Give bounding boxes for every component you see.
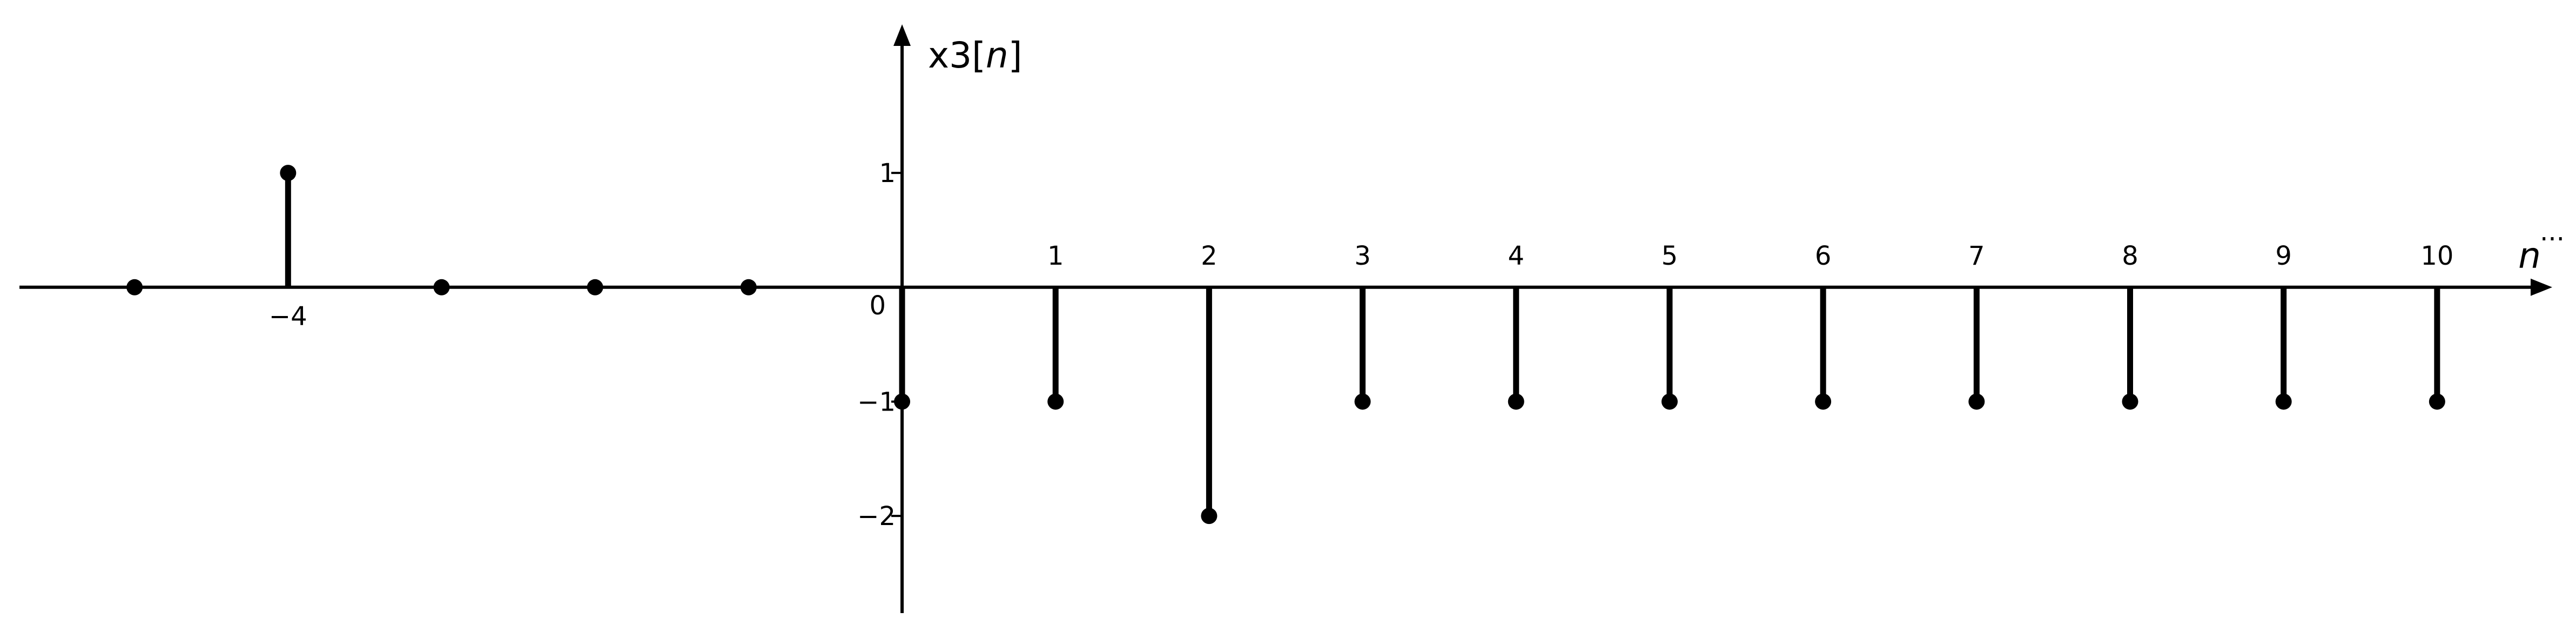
stem-marker <box>433 279 450 295</box>
stem-marker <box>126 279 143 295</box>
y-tick-label: −2 <box>857 501 896 532</box>
stem-marker <box>1354 393 1371 410</box>
origin-label: 0 <box>869 291 886 321</box>
x-tick-label: 9 <box>2275 241 2292 271</box>
x-axis-title: n <box>2518 235 2541 277</box>
y-axis-title: x3[n] <box>928 35 1022 76</box>
x-tick-label: 2 <box>1201 241 1218 271</box>
x-tick-label: 7 <box>1968 241 1985 271</box>
continuation-ellipsis: ... <box>2540 217 2565 247</box>
y-axis-title-variable: n <box>986 35 1008 76</box>
stem-marker <box>1047 393 1064 410</box>
y-axis-title-suffix: ] <box>1008 35 1023 76</box>
x-axis-arrowhead <box>2531 278 2552 296</box>
y-tick-label: −1 <box>857 387 896 417</box>
x-tick-label: 5 <box>1662 241 1678 271</box>
stem-marker <box>1201 508 1218 525</box>
stem-marker <box>280 165 297 181</box>
stem-marker <box>2429 393 2445 410</box>
x-tick-label: 6 <box>1815 241 1832 271</box>
x-tick-label: 8 <box>2122 241 2138 271</box>
y-axis-arrowhead <box>893 24 911 46</box>
stem-marker <box>740 279 757 295</box>
stem-marker <box>2275 393 2292 410</box>
stems <box>126 165 2445 525</box>
stem-marker <box>1968 393 1985 410</box>
x-tick-label: 1 <box>1047 241 1064 271</box>
y-tick-label: 1 <box>879 158 896 189</box>
ticks: 1 −1 −2 −4 1 2 3 4 5 6 7 8 9 10 <box>269 158 2453 532</box>
stem-marker <box>587 279 603 295</box>
stem-marker <box>1815 393 1832 410</box>
x-tick-label: 10 <box>2420 241 2453 271</box>
stem-marker <box>894 393 911 410</box>
stem-marker <box>2122 393 2138 410</box>
y-axis-title-prefix: x3[ <box>928 35 986 76</box>
x-tick-label: 3 <box>1354 241 1371 271</box>
x-tick-label: −4 <box>269 301 307 332</box>
labels: 0 n ... x3[n] <box>869 35 2564 321</box>
x-tick-label: 4 <box>1508 241 1524 271</box>
axes <box>19 24 2552 613</box>
stem-marker <box>1508 393 1524 410</box>
stem-marker <box>1661 393 1678 410</box>
